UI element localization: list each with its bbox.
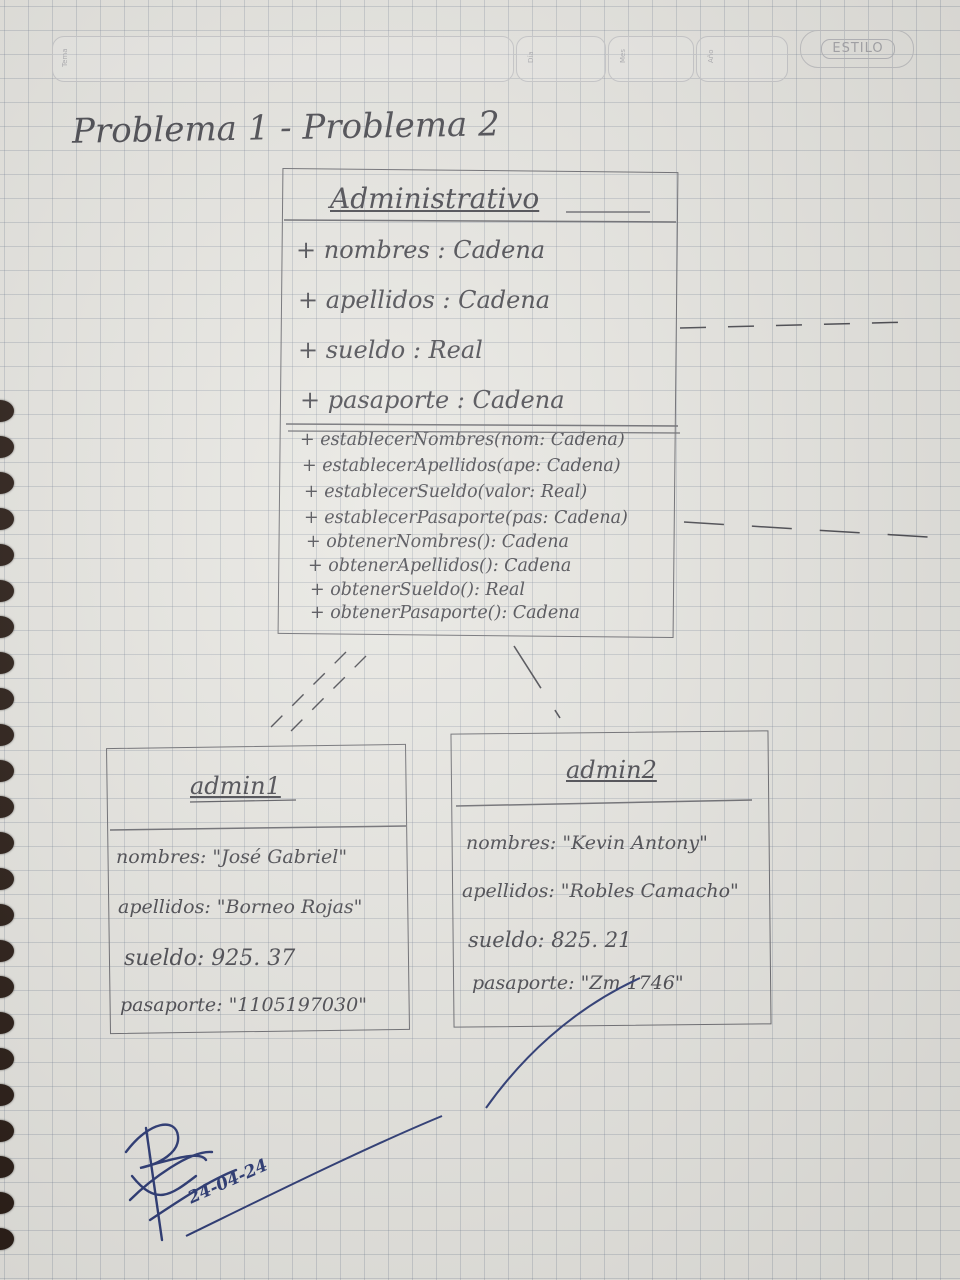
class-name: Administrativo [330, 182, 540, 215]
instance-link-admin1 [263, 651, 347, 735]
object-attribute: apellidos: "Borneo Rojas" [118, 896, 363, 918]
dashed-extension-line [679, 321, 911, 329]
attribute-method-divider [285, 423, 679, 427]
dashed-extension-line [683, 521, 945, 539]
pen-stroke [185, 1115, 443, 1237]
object-attribute: pasaporte: "1105197030" [120, 994, 367, 1016]
estilo-logo: ESTILO [800, 30, 914, 68]
object-name-admin1: admin1 [190, 772, 281, 800]
header-topic-field: Tema [52, 36, 514, 82]
header-year-field: Año [696, 36, 788, 82]
class-method: + obtenerSueldo(): Real [310, 580, 525, 600]
class-method: + establecerPasaporte(pas: Cadena) [304, 508, 628, 528]
class-method: + obtenerPasaporte(): Cadena [310, 603, 580, 623]
object-attribute: nombres: "José Gabriel" [116, 846, 348, 868]
pen-stroke [485, 977, 641, 1109]
signature [124, 1123, 238, 1242]
estilo-label: ESTILO [821, 39, 895, 59]
object-attribute: apellidos: "Robles Camacho" [462, 880, 739, 902]
class-attribute: + pasaporte : Cadena [300, 386, 565, 414]
object-attribute: sueldo: 825. 21 [468, 928, 632, 952]
instance-link-admin2 [513, 645, 561, 719]
object-attribute: nombres: "Kevin Antony" [466, 832, 708, 854]
class-method: + establecerNombres(nom: Cadena) [300, 430, 625, 450]
class-name-divider [283, 219, 677, 223]
admin2-divider [455, 799, 753, 807]
class-attribute: + apellidos : Cadena [298, 286, 551, 314]
class-method: + establecerApellidos(ape: Cadena) [302, 456, 621, 476]
header-month-field: Mes [608, 36, 694, 82]
class-attribute: + sueldo : Real [298, 336, 483, 364]
object-name-admin2: admin2 [566, 756, 657, 784]
header-day-field: Día [516, 36, 606, 82]
object-attribute: sueldo: 925. 37 [124, 946, 296, 971]
object-attribute: pasaporte: "Zm 1746" [472, 972, 684, 994]
admin1-divider [109, 825, 407, 831]
class-attribute: + nombres : Cadena [296, 236, 546, 264]
class-method: + establecerSueldo(valor: Real) [304, 482, 588, 502]
class-method: + obtenerApellidos(): Cadena [308, 556, 572, 576]
class-method: + obtenerNombres(): Cadena [306, 532, 569, 552]
